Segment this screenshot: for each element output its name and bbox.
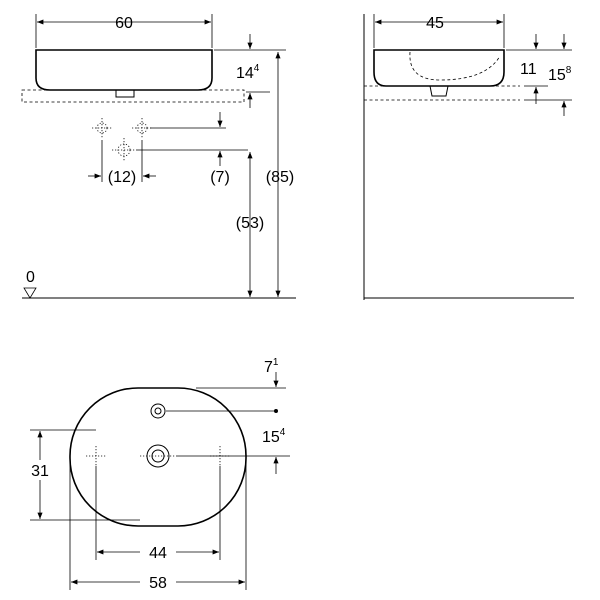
basin-side-outline	[373, 49, 505, 87]
basin-inner-contour	[409, 51, 501, 81]
dim-label-bracket-spacing: 44	[149, 545, 167, 562]
front-view: 60 (12) (7) 144 (53)	[21, 14, 296, 299]
dim-label-width-60: 60	[115, 15, 133, 32]
dim-label-bowl-height: 14	[236, 65, 254, 82]
dim-label-tap-offset: (7)	[210, 169, 230, 186]
floor-level-marker	[23, 287, 37, 299]
basin-top-outline	[69, 387, 247, 527]
dim-sup-outer-height: 8	[566, 65, 572, 76]
dim-label-tap-hole-offset: 7	[264, 359, 273, 376]
svg-text:144: 144	[236, 63, 260, 82]
dim-sup-drain-offset: 4	[280, 427, 286, 438]
side-view: 45 11 158	[363, 14, 574, 300]
dim-label-total-height: (85)	[266, 169, 294, 186]
basin-front-outline	[35, 49, 213, 91]
dim-label-drain-offset: 15	[262, 429, 280, 446]
top-view: 71 154 31 44 58	[28, 357, 290, 592]
dim-sup-bowl-height: 4	[254, 63, 260, 74]
dim-label-outer-height: 15	[548, 67, 566, 84]
dim-label-inner-height: 11	[520, 61, 537, 78]
dim-sup-tap-hole-offset: 1	[273, 357, 279, 368]
countertop-front	[21, 89, 245, 103]
svg-text:154: 154	[262, 427, 286, 446]
dim-label-inner-depth: 31	[31, 463, 49, 480]
waste-outlet-side	[429, 85, 449, 97]
tap-positions	[92, 118, 152, 162]
svg-text:158: 158	[548, 65, 572, 84]
floor-zero-label: 0	[26, 269, 35, 286]
dim-label-depth-45: 45	[426, 15, 444, 32]
waste-outlet-front	[115, 90, 135, 98]
dim-label-tap-spacing: (12)	[108, 169, 136, 186]
svg-text:71: 71	[264, 357, 279, 376]
dim-label-overall-width: 58	[149, 575, 167, 592]
tap-hole	[150, 403, 166, 419]
dim-label-mount-height: (53)	[236, 215, 264, 232]
